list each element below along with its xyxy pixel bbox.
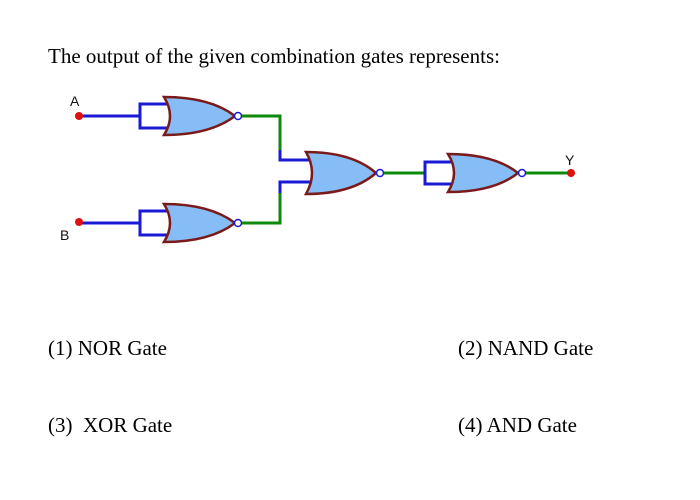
gate-4-input-bracket <box>423 160 458 186</box>
output-y-label: Y <box>565 152 575 168</box>
option-4[interactable]: (4) AND Gate <box>458 413 577 437</box>
input-b-label: B <box>60 227 69 243</box>
question-text: The output of the given combination gate… <box>48 44 500 68</box>
nor-gate-1 <box>161 95 238 137</box>
option-2[interactable]: (2) NAND Gate <box>458 336 594 360</box>
gate-3-inverter-bubble <box>375 168 385 178</box>
gate-1-input-bracket <box>138 102 168 130</box>
input-a-terminal <box>75 112 83 120</box>
gate-3-input-wire-top <box>278 150 312 162</box>
gate-1-output-wire <box>242 114 282 150</box>
gate-2-inverter-bubble <box>233 218 243 228</box>
nor-gate-2 <box>161 202 238 244</box>
gate-1-inverter-bubble <box>233 111 243 121</box>
gate-2-output-wire <box>242 193 282 225</box>
input-b-terminal <box>75 218 83 226</box>
gate-3-input-wire-bottom <box>278 180 312 193</box>
nor-gate-3 <box>303 150 378 196</box>
input-a-label: A <box>70 93 80 109</box>
gate-2-input-bracket <box>138 209 168 237</box>
nor-gate-4 <box>445 152 521 194</box>
output-y-terminal <box>567 169 575 177</box>
option-3[interactable]: (3) XOR Gate <box>48 413 173 437</box>
gate-4-inverter-bubble <box>517 168 527 178</box>
option-1[interactable]: (1) NOR Gate <box>48 336 167 360</box>
